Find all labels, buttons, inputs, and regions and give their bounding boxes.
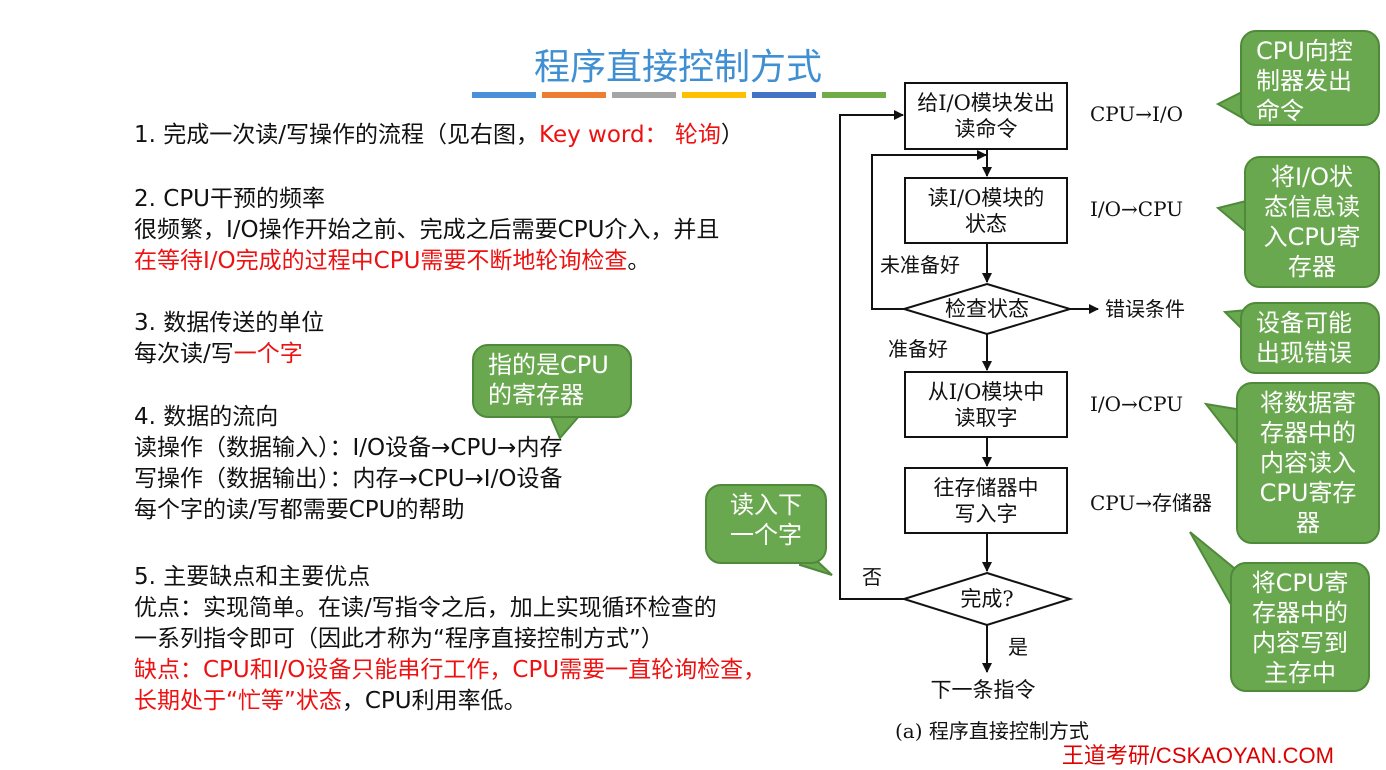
accent-bar xyxy=(542,92,606,98)
box1-line1: 给I/O模块发出 xyxy=(917,91,1055,115)
section-1: 1. 完成一次读/写操作的流程（见右图，Key word： 轮询） xyxy=(134,120,744,151)
label-ready: 准备好 xyxy=(888,337,948,361)
section-3: 3. 数据传送的单位 每次读/写一个字 xyxy=(134,308,324,370)
title-accent-bars xyxy=(472,92,886,98)
flow-box-send-command xyxy=(904,82,1068,150)
box1-line2: 读命令 xyxy=(955,117,1018,141)
disadvantage-red: 长期处于“忙等”状态 xyxy=(134,688,342,714)
section-3-prefix: 每次读/写 xyxy=(134,341,234,367)
disadvantage-line1: 缺点：CPU和I/O设备只能串行工作，CPU需要一直轮询检查， xyxy=(134,657,767,683)
section-4-each: 每个字的读/写都需要CPU的帮助 xyxy=(134,497,465,523)
section-2: 2. CPU干预的频率 很频繁，I/O操作开始之前、完成之后需要CPU介入，并且… xyxy=(134,184,719,277)
accent-bar xyxy=(472,92,536,98)
advantage-line2: 一系列指令即可（因此才称为“程序直接控制方式”） xyxy=(134,626,664,652)
callout-tail xyxy=(548,414,583,440)
callout-cpu-command: CPU向控制器发出命令 xyxy=(1240,30,1380,126)
section-3-line: 每次读/写一个字 xyxy=(134,339,324,370)
callout-cpu-register: 指的是CPU的寄存器 xyxy=(472,344,632,418)
footer-brand: 王道考研/CSKAOYAN.COM xyxy=(1061,743,1334,768)
box4-line1: 往存储器中 xyxy=(934,476,1039,500)
box3-line2: 读取字 xyxy=(955,406,1018,430)
label-no: 否 xyxy=(862,565,882,589)
accent-bar xyxy=(822,92,886,98)
loop-next-word xyxy=(839,110,904,600)
label-cpu-io: CPU→I/O xyxy=(1090,102,1183,126)
section-2-line2: 在等待I/O完成的过程中CPU需要不断地轮询检查。 xyxy=(134,246,719,277)
label-cpu-mem: CPU→存储器 xyxy=(1090,491,1212,515)
accent-bar xyxy=(682,92,746,98)
section-2-line1: 很频繁，I/O操作开始之前、完成之后需要CPU介入，并且 xyxy=(134,217,720,243)
decision2-text: 完成? xyxy=(960,587,1013,611)
box4-line2: 写入字 xyxy=(955,502,1018,526)
flow-box-write-word xyxy=(904,467,1068,534)
section-4-read: 读操作（数据输入）：I/O设备→CPU→内存 xyxy=(134,435,563,461)
section-1-text: 1. 完成一次读/写操作的流程（见右图， xyxy=(134,122,540,148)
callout-data-to-cpu: 将数据寄存器中的内容读入CPU寄存器 xyxy=(1236,382,1380,544)
section-3-heading: 3. 数据传送的单位 xyxy=(134,310,325,336)
accent-bar xyxy=(612,92,676,98)
callout-next-word: 读入下一个字 xyxy=(705,484,827,564)
flow-box-read-status xyxy=(904,177,1068,244)
section-4: 4. 数据的流向 读操作（数据输入）：I/O设备→CPU→内存 写操作（数据输出… xyxy=(134,402,562,526)
section-5-heading: 5. 主要缺点和主要优点 xyxy=(134,564,371,590)
page-title: 程序直接控制方式 xyxy=(533,47,822,88)
callout-tail xyxy=(1189,531,1235,614)
loop-not-ready xyxy=(871,154,985,310)
section-2-heading: 2. CPU干预的频率 xyxy=(134,186,326,212)
section-4-heading: 4. 数据的流向 xyxy=(134,404,279,430)
figure-caption: (a) 程序直接控制方式 xyxy=(895,719,1089,743)
section-4-write: 写操作（数据输出）：内存→CPU→I/O设备 xyxy=(134,466,563,492)
keyword: Key word： 轮询 xyxy=(539,122,721,148)
label-io-cpu-1: I/O→CPU xyxy=(1090,197,1183,221)
callout-device-error: 设备可能出现错误 xyxy=(1240,302,1380,374)
advantage-line1: 优点：实现简单。在读/写指令之后，加上实现循环检查的 xyxy=(134,595,717,621)
label-error: 错误条件 xyxy=(1105,297,1185,321)
box2-line2: 状态 xyxy=(965,212,1007,236)
label-yes: 是 xyxy=(1008,635,1028,659)
section-2-end: 。 xyxy=(627,248,651,274)
section-3-red: 一个字 xyxy=(233,341,303,367)
disadvantage-line2: 长期处于“忙等”状态，CPU利用率低。 xyxy=(134,686,766,717)
disadvantage-end: ，CPU利用率低。 xyxy=(341,688,527,714)
section-2-red: 在等待I/O完成的过程中CPU需要不断地轮询检查 xyxy=(134,248,628,274)
box3-line1: 从I/O模块中 xyxy=(928,380,1045,404)
section-1-close: ） xyxy=(720,122,744,148)
callout-cpu-to-memory: 将CPU寄存器中的内容写到主存中 xyxy=(1230,562,1370,692)
next-instruction: 下一条指令 xyxy=(931,678,1036,702)
box2-line1: 读I/O模块的 xyxy=(928,186,1045,210)
section-5: 5. 主要缺点和主要优点 优点：实现简单。在读/写指令之后，加上实现循环检查的 … xyxy=(134,562,766,717)
label-not-ready: 未准备好 xyxy=(880,253,960,277)
decision1-text: 检查状态 xyxy=(945,297,1029,321)
label-io-cpu-2: I/O→CPU xyxy=(1090,392,1183,416)
accent-bar xyxy=(752,92,816,98)
callout-status-to-register: 将I/O状态信息读入CPU寄存器 xyxy=(1244,156,1380,288)
